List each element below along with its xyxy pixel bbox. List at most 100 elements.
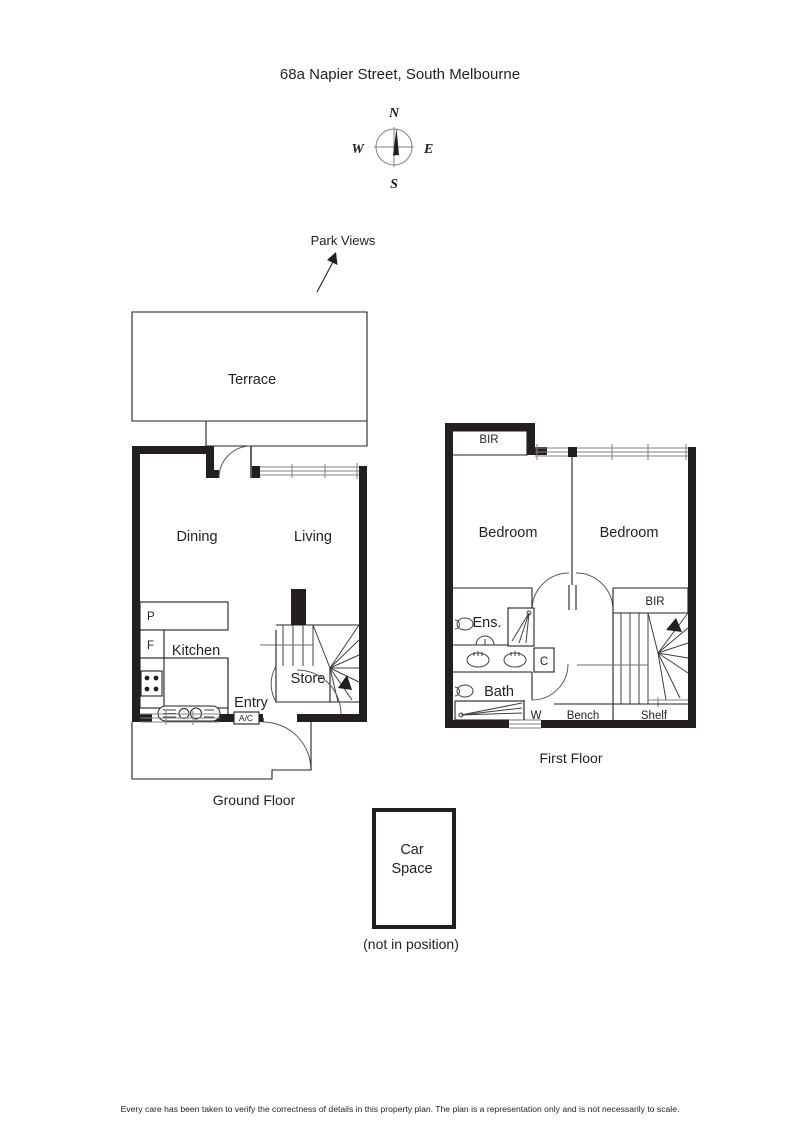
room-label-living: Living [294,529,332,545]
ensuite-top-wall [453,587,533,610]
ensuite-shower [507,607,535,647]
kitchen-joinery: P F Kitchen [139,601,229,722]
stair-direction-arrow-down [338,675,352,690]
stair-winder-g3 [329,654,360,669]
ensuite-toilet-cistern [454,619,460,630]
room-label-bathroom: Bath [484,684,514,700]
stair-winder-f3 [657,642,689,654]
cupboard-unit [533,647,555,673]
wall-door-jamb-foot [206,470,219,478]
wall-first-bottom [445,720,696,728]
vanity-basin-right [503,651,527,668]
fixture-label-bir-left: BIR [479,434,498,446]
floor-label-first: First Floor [540,750,603,766]
first-floor-top-windows [535,444,688,460]
bathroom-toilet [454,684,474,698]
wall-left-outer [132,446,140,722]
floor-label-ground: Ground Floor [213,792,296,808]
fixture-label-shelf: Shelf [641,710,668,722]
stair-winder-f6 [657,652,681,699]
living-window [260,463,359,479]
room-label-bedroom-1: Bedroom [479,525,538,541]
car-space-label-line2: Space [391,861,432,877]
park-views-arrow-head [327,252,338,265]
pantry-cabinet [139,601,229,631]
compass-label-east: E [423,142,433,157]
fixture-label-wardrobe-w: W [531,710,542,722]
ground-bottom-window [140,711,220,725]
bedroom-partition-jamb [568,585,577,610]
room-label-dining: Dining [176,529,217,545]
cooktop [140,670,163,697]
air-conditioner-unit [233,711,260,725]
park-views-label: Park Views [311,233,376,248]
fixture-label-fridge: F [147,640,154,652]
wall-top-left [132,446,214,454]
ensuite-shower-spray-3 [525,612,530,644]
bir-left: BIR [453,430,528,456]
stair-winder-f4 [657,652,689,659]
stair-winder-f2 [657,627,689,654]
car-space-outline [372,808,456,929]
stair-winder-f7 [657,652,667,701]
bathtub [454,700,525,721]
stair-winder-f1 [657,612,689,654]
fridge-unit [139,629,165,659]
bathtub-outline [454,700,525,721]
stair-winder-f0 [647,612,659,654]
entry-inner-door-arc [296,669,342,715]
bath-bottom-window [509,719,541,729]
room-label-kitchen: Kitchen [172,643,220,659]
ensuite-area: Ens. [453,587,535,647]
ensuite-basin-bowl [475,635,495,646]
compass-label-north: N [388,106,400,121]
entry-area: Entry A/C [227,630,342,771]
vanity-band: C [453,647,555,673]
ensuite-shower-spray-2 [518,612,530,644]
ensuite-shower-spray-1 [511,612,530,642]
car-space-plan: Car Space (not in position) [363,808,459,952]
bedroom-2-door-arc [575,572,614,611]
wall-right-outer [359,466,367,722]
vanity-basin-left-tap [473,651,483,656]
fixture-label-bir-right: BIR [645,596,664,608]
wall-door-jamb-left [206,446,214,478]
store-door-arc [270,665,277,703]
compass-label-south: S [390,177,398,192]
cooktop-burner-1 [144,675,150,681]
stair-winder-g5 [329,667,360,683]
stair-newel-post [291,589,306,625]
cooktop-burner-2 [153,675,159,681]
wall-bir-return [527,423,535,455]
car-space-note: (not in position) [363,936,459,952]
bathroom-toilet-cistern [454,686,460,697]
bir-left-outline [453,430,528,456]
park-views-annotation: Park Views [311,233,376,293]
wall-first-left [445,423,453,728]
page-title: 68a Napier Street, South Melbourne [280,66,520,83]
terrace-door-swing-arc [218,445,252,479]
bedroom-doors [531,572,614,611]
compass-needle-north [393,128,399,156]
bathtub-line-1 [460,702,523,716]
shelf-unit: Shelf [613,703,688,722]
room-label-entry: Entry [234,695,269,711]
compass-label-west: W [352,142,366,157]
room-label-store: Store [291,671,326,687]
compass-rose: N S E W [352,106,434,192]
stair-winder-g2 [329,639,360,669]
stair-direction-arrow-up [666,618,682,632]
bathroom-toilet-bowl [456,684,474,698]
stair-winder-g7 [329,667,339,703]
wall-window-central-post [568,447,577,457]
fixture-label-air-conditioner: A/C [239,713,253,723]
cooktop-burner-4 [153,686,159,692]
kitchen-island [163,657,229,709]
bathroom-door-arc [531,663,569,701]
room-label-ensuite: Ens. [472,615,501,631]
vanity-basin-right-tap [510,651,520,656]
fixture-label-cupboard: C [540,656,548,668]
wall-first-top-left [445,423,535,431]
